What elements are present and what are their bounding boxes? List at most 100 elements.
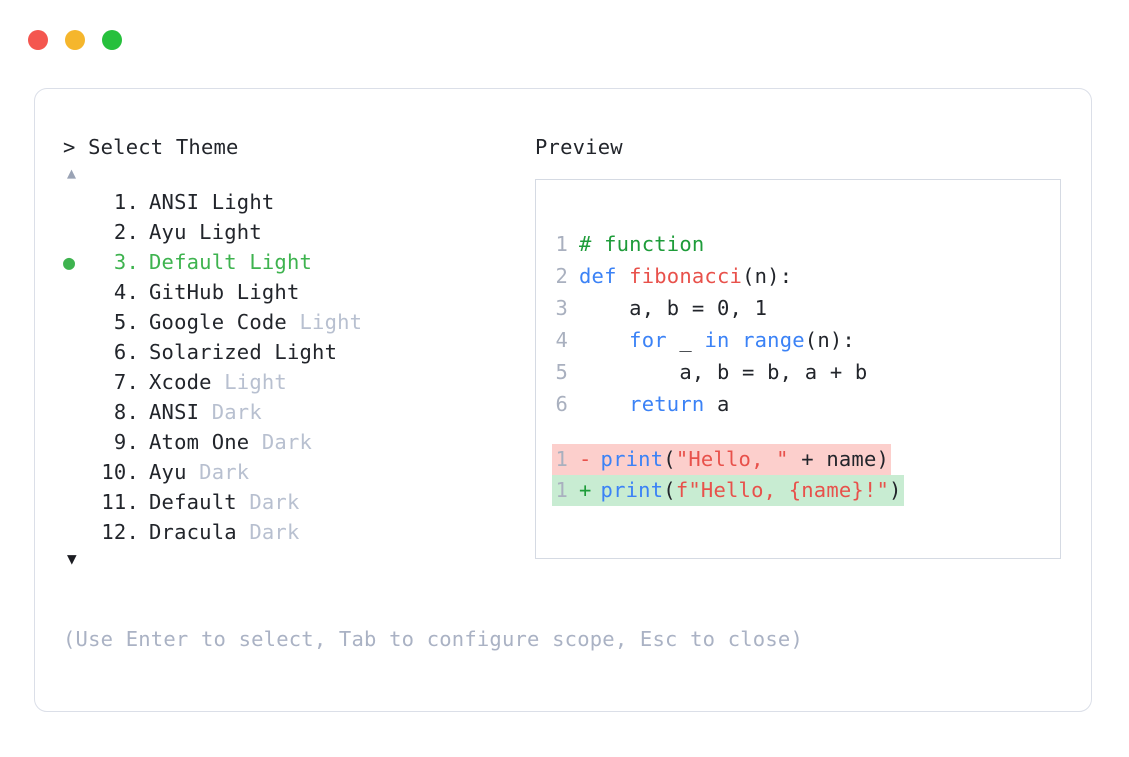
theme-item-name: Xcode [149,370,212,394]
theme-item-variant: Light [186,220,262,244]
theme-item-number: 5. [113,310,139,334]
code-line: 6 return a [552,388,1060,420]
code-token: (n): [804,328,855,352]
theme-item-number: 6. [113,340,139,364]
maximize-window-button[interactable] [102,30,122,50]
code-line-number: 3 [555,296,568,320]
theme-item-variant: Light [199,190,275,214]
theme-list-item[interactable]: 1. ANSI Light [63,187,533,217]
code-line-text: a, b = b, a + b [579,356,867,388]
code-token: fibonacci [629,264,743,288]
diff-line-number: 1 [555,447,568,471]
diff-line-minus: 1-print("Hello, " + name) [552,444,892,475]
code-line-number: 2 [555,264,568,288]
theme-item-name: Ayu [149,220,187,244]
scroll-down-icon[interactable]: ▼ [67,549,77,568]
code-line-number: 6 [555,392,568,416]
code-token: "Hello, " [675,447,789,471]
theme-item-number: 2. [113,220,139,244]
minimize-window-button[interactable] [65,30,85,50]
code-token: # function [579,232,705,256]
theme-item-name: Solarized [149,340,262,364]
code-line-number: 5 [555,360,568,384]
preview-label: Preview [535,135,623,159]
code-line: 1 # function [552,228,1060,260]
keyboard-hint: (Use Enter to select, Tab to configure s… [63,627,803,651]
theme-list-item[interactable]: 4. GitHub Light [63,277,533,307]
theme-list-item[interactable]: 12.Dracula Dark [63,517,533,547]
theme-item-name: GitHub [149,280,225,304]
theme-item-variant: Dark [236,490,300,514]
selected-bullet-icon: ● [63,250,76,274]
theme-list-item[interactable]: ●3.Default Light [63,247,533,277]
code-token: + name) [788,447,890,471]
theme-item-name: ANSI [149,400,200,424]
code-token: a, b = 0, 1 [579,296,768,320]
code-line-text: def fibonacci(n): [579,260,792,292]
theme-list-item[interactable]: 10. Ayu Dark [63,457,533,487]
code-token: def [579,264,630,288]
theme-item-number: 10. [101,460,139,484]
code-line-text: for _ in range(n): [579,324,855,356]
theme-list-item[interactable]: 5.Google Code Light [63,307,533,337]
theme-item-number: 11. [101,490,139,514]
theme-list-item[interactable]: 8.ANSI Dark [63,397,533,427]
theme-item-variant: Light [224,280,300,304]
theme-item-variant: Light [261,340,338,364]
code-line-number: 1 [555,232,568,256]
code-token: a [704,392,730,416]
code-line: 4 for _ in range(n): [552,324,1060,356]
code-line: 3 a, b = 0, 1 [552,292,1060,324]
theme-item-number: 7. [113,370,139,394]
code-line: 2 def fibonacci(n): [552,260,1060,292]
theme-item-name: ANSI [149,190,200,214]
theme-item-variant: Dark [186,460,250,484]
theme-item-variant: Dark [236,520,300,544]
close-window-button[interactable] [28,30,48,50]
code-token [579,392,629,416]
diff-sign: + [579,478,592,502]
code-line-number: 4 [555,328,568,352]
theme-list-item[interactable]: 2. Ayu Light [63,217,533,247]
theme-item-number: 8. [113,400,139,424]
theme-item-name: Default [149,490,237,514]
code-line-text: return a [579,388,730,420]
diff-line-number: 1 [555,478,568,502]
diff-line-text: print(f"Hello, {name}!") [601,475,902,506]
code-token: for [629,328,667,352]
theme-item-number: 4. [113,280,139,304]
code-token [579,328,629,352]
diff-lines: 1-print("Hello, " + name)1+print(f"Hello… [552,444,1060,506]
theme-item-variant: Light [286,310,363,334]
theme-item-number: 9. [113,430,139,454]
code-line: 5 a, b = b, a + b [552,356,1060,388]
window-titlebar [28,30,122,50]
theme-item-number: 1. [113,190,139,214]
theme-list-item[interactable]: 9. Atom One Dark [63,427,533,457]
code-token: f"Hello, {name}!" [675,478,890,502]
theme-list-item[interactable]: 7.Xcode Light [63,367,533,397]
code-line-text: a, b = 0, 1 [579,292,767,324]
theme-item-name: Ayu [149,460,187,484]
diff-line-text: print("Hello, " + name) [601,444,890,475]
code-token: a, b = b, a + b [579,360,868,384]
theme-list-item[interactable]: 11. Default Dark [63,487,533,517]
theme-item-variant: Dark [249,430,313,454]
code-token: print [600,478,664,502]
scroll-up-icon[interactable]: ▲ [67,164,77,182]
theme-item-variant: Light [236,250,313,274]
code-token: (n): [742,264,793,288]
theme-list-item[interactable]: 6. Solarized Light [63,337,533,367]
code-token: ) [889,478,902,502]
code-line-text: # function [579,228,704,260]
code-token: return [629,392,705,416]
code-token: print [600,447,664,471]
theme-item-name: Atom One [149,430,250,454]
theme-item-number: 12. [101,520,139,544]
